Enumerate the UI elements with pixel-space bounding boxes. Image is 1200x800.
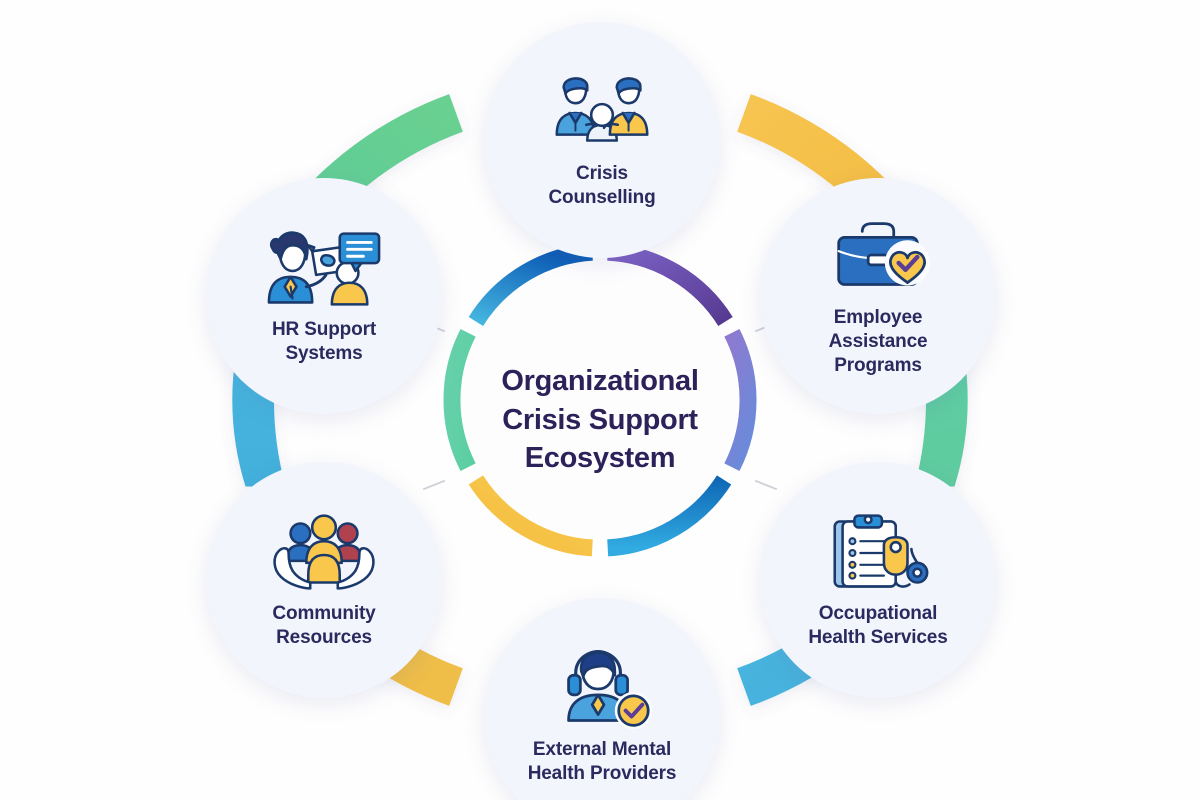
label-line: Resources [276, 627, 372, 648]
ring-segment-blue-arc [607, 475, 732, 557]
briefcase-heart-check-icon [819, 214, 937, 300]
node-label-crisis-counselling: Crisis Counselling [512, 162, 692, 210]
connector-dash-occ [755, 480, 777, 490]
center-hub-disc [462, 262, 738, 538]
ring-segment-periwinkle-arc [724, 328, 757, 472]
label-line: Assistance [828, 330, 928, 352]
node-community-resources[interactable]: Community Resources [206, 462, 442, 698]
label-line: Programs [834, 355, 922, 377]
three-people-counselling-icon [543, 70, 661, 156]
label-line: HR Support [271, 318, 377, 340]
headset-agent-check-icon [543, 646, 661, 732]
label-line: Health Services [808, 627, 948, 648]
label-line: Employee [833, 306, 923, 328]
node-label-hr-support-systems: HR Support Systems [234, 318, 414, 366]
ring-segment-yellow-arc [468, 475, 593, 557]
label-line: Crisis [576, 162, 628, 184]
label-line: External Mental [532, 738, 672, 760]
label-line: Systems [285, 343, 363, 364]
label-line: Occupational [818, 602, 938, 624]
node-employee-assistance-programs[interactable]: Employee Assistance Programs [760, 178, 996, 414]
label-line: Counselling [548, 187, 656, 208]
label-line: Health Providers [527, 763, 677, 784]
node-external-mental-health-providers[interactable]: External Mental Health Providers [484, 598, 720, 800]
node-crisis-counselling[interactable]: Crisis Counselling [484, 22, 720, 258]
node-label-occupational-health-services: Occupational Health Services [788, 602, 968, 650]
ring-segment-green-arc [443, 328, 476, 472]
node-hr-support-systems[interactable]: HR Support Systems [206, 178, 442, 414]
connector-dash-community [423, 480, 445, 490]
node-occupational-health-services[interactable]: Occupational Health Services [760, 462, 996, 698]
node-label-community-resources: Community Resources [234, 602, 414, 650]
label-line: Community [272, 602, 376, 624]
hands-holding-people-icon [265, 510, 383, 596]
clipboard-stethoscope-icon [819, 510, 937, 596]
center-ring-segments [443, 243, 757, 557]
hr-presenter-chat-icon [265, 226, 383, 312]
node-label-employee-assistance-programs: Employee Assistance Programs [788, 306, 968, 378]
node-label-external-mental-health-providers: External Mental Health Providers [512, 738, 692, 786]
